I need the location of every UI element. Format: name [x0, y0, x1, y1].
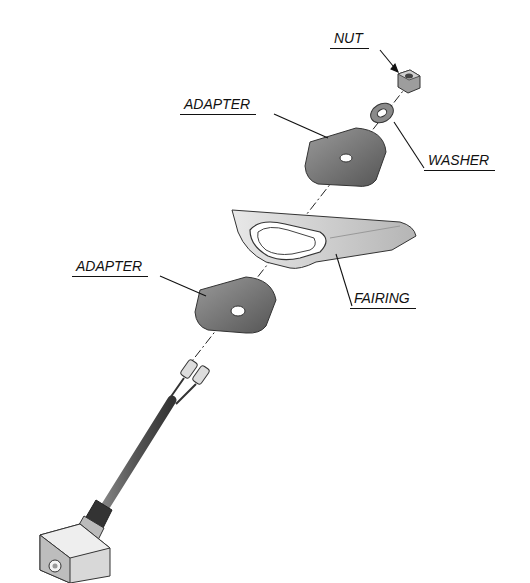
part-label: WASHER — [424, 152, 495, 171]
leader-line — [160, 50, 424, 306]
fairing-part — [232, 210, 416, 268]
part-label: FAIRING — [350, 290, 416, 309]
part-label: ADAPTER — [72, 258, 148, 277]
adapter-plate — [305, 128, 386, 186]
washer-part — [367, 99, 397, 127]
part-label: ADAPTER — [180, 96, 256, 115]
cable — [100, 400, 172, 515]
part-label: NUT — [330, 30, 369, 49]
lamp-housing — [40, 524, 110, 583]
nut-part — [398, 70, 420, 93]
adapter-plate — [195, 277, 276, 333]
wire-connector — [170, 359, 210, 404]
